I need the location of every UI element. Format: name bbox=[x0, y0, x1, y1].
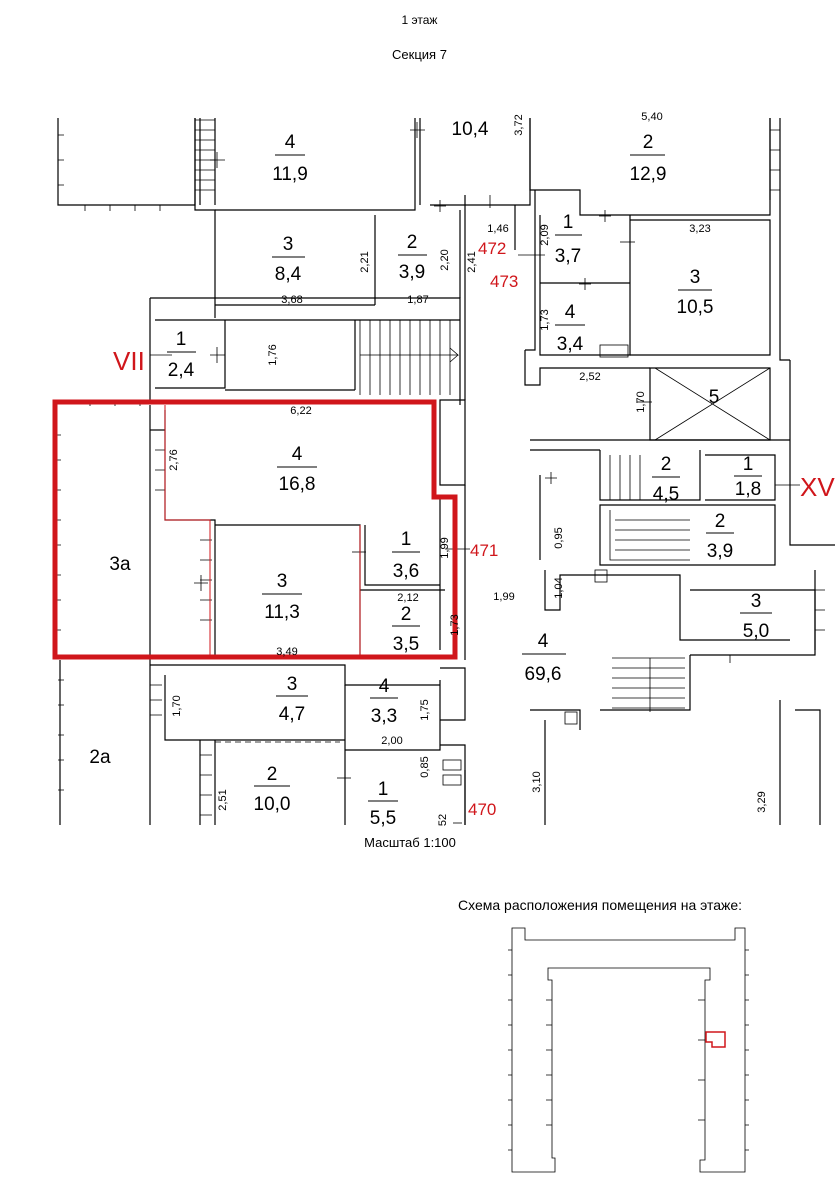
marker-473: 473 bbox=[490, 272, 518, 291]
room-2b-num: 2 bbox=[407, 232, 418, 253]
highlighted-unit bbox=[52, 399, 458, 660]
svg-text:2,76: 2,76 bbox=[168, 449, 180, 470]
dimension-labels: 5,40 3,72 1,46 2,09 3,23 2,21 2,20 2,41 … bbox=[168, 111, 768, 826]
svg-text:1,99: 1,99 bbox=[439, 537, 451, 558]
room-4d-area: 69,6 bbox=[525, 664, 562, 685]
marker-471: 471 bbox=[470, 541, 498, 560]
room-4c-num: 4 bbox=[292, 444, 303, 465]
svg-text:2,51: 2,51 bbox=[217, 789, 229, 810]
room-2f-num: 2 bbox=[267, 764, 278, 785]
room-1c-area: 1,8 bbox=[735, 479, 761, 500]
room-3-area: 8,4 bbox=[275, 264, 302, 285]
marker-vii: VII bbox=[113, 346, 145, 376]
svg-text:2,00: 2,00 bbox=[381, 735, 402, 747]
room-2d-num: 2 bbox=[715, 511, 726, 532]
svg-text:2,41: 2,41 bbox=[466, 251, 478, 272]
room-3d-num: 3 bbox=[751, 591, 762, 612]
svg-text:6,22: 6,22 bbox=[290, 405, 311, 417]
svg-text:1,46: 1,46 bbox=[487, 223, 508, 235]
walls bbox=[55, 118, 835, 825]
svg-text:0,85: 0,85 bbox=[419, 756, 431, 777]
marker-472: 472 bbox=[478, 239, 506, 258]
room-2e-area: 3,5 bbox=[393, 634, 419, 655]
scheme-title: Схема расположения помещения на этаже: bbox=[458, 897, 743, 913]
svg-text:2,20: 2,20 bbox=[439, 249, 451, 270]
room-4e-area: 3,3 bbox=[371, 706, 397, 727]
highlighted-unit-inner bbox=[164, 405, 361, 655]
svg-text:5,40: 5,40 bbox=[641, 111, 662, 123]
room-3c-num: 3 bbox=[277, 571, 288, 592]
scale-label: Масштаб 1:100 bbox=[364, 835, 456, 850]
room-3e-num: 3 bbox=[287, 674, 298, 695]
room-2e-num: 2 bbox=[401, 604, 412, 625]
room-2f-area: 10,0 bbox=[254, 794, 291, 815]
floor-label: 1 этаж bbox=[401, 13, 438, 27]
section-label: Секция 7 bbox=[392, 47, 447, 62]
room-4e-num: 4 bbox=[379, 676, 390, 697]
room-1d-num: 1 bbox=[401, 529, 412, 550]
svg-text:1,99: 1,99 bbox=[493, 591, 514, 603]
svg-text:2,52: 2,52 bbox=[579, 371, 600, 383]
room-2a-label: 2а bbox=[89, 747, 111, 768]
room-2d-area: 3,9 bbox=[707, 541, 733, 562]
svg-text:0,95: 0,95 bbox=[553, 527, 565, 548]
svg-text:1,70: 1,70 bbox=[171, 695, 183, 716]
room-4-area: 11,9 bbox=[272, 164, 308, 185]
room-2-area: 12,9 bbox=[630, 164, 667, 185]
room-1e-area: 5,5 bbox=[370, 808, 396, 829]
room-4b-area: 3,4 bbox=[557, 334, 584, 355]
marker-xv: XV bbox=[800, 472, 835, 502]
room-4b-num: 4 bbox=[565, 302, 576, 323]
room-3c-area: 11,3 bbox=[264, 602, 300, 623]
room-3-num: 3 bbox=[283, 234, 294, 255]
room-3a-label: 3а bbox=[109, 554, 131, 575]
svg-text:2,12: 2,12 bbox=[397, 592, 418, 604]
svg-text:1,04: 1,04 bbox=[553, 577, 565, 598]
svg-text:1,87: 1,87 bbox=[407, 294, 428, 306]
room-3b-num: 3 bbox=[690, 267, 701, 288]
location-scheme bbox=[508, 927, 749, 1173]
room-3e-area: 4,7 bbox=[279, 704, 305, 725]
room-2c-area: 4,5 bbox=[653, 484, 679, 505]
room-1b-area: 2,4 bbox=[168, 360, 195, 381]
room-4-num: 4 bbox=[285, 132, 296, 153]
room-1b-num: 1 bbox=[176, 329, 187, 350]
room-4d-num: 4 bbox=[538, 631, 549, 652]
svg-text:52: 52 bbox=[437, 814, 449, 826]
room-3d-area: 5,0 bbox=[743, 621, 769, 642]
room-2-num: 2 bbox=[643, 132, 654, 153]
room-2c-num: 2 bbox=[661, 454, 672, 475]
room-1d-area: 3,6 bbox=[393, 561, 419, 582]
marker-470: 470 bbox=[468, 800, 496, 819]
room-5-num: 5 bbox=[709, 387, 720, 408]
svg-text:1,70: 1,70 bbox=[635, 391, 647, 412]
room-4c-area: 16,8 bbox=[279, 474, 316, 495]
svg-text:1,76: 1,76 bbox=[267, 344, 279, 365]
red-markers: VII XV 472 473 471 470 bbox=[113, 239, 835, 819]
room-1c-num: 1 bbox=[743, 454, 754, 475]
room-labels: 4 11,9 10,4 2 12,9 3 8,4 2 3,9 1 3,7 3 1… bbox=[89, 119, 772, 829]
room-1a-area: 3,7 bbox=[555, 246, 581, 267]
room-3b-area: 10,5 bbox=[677, 297, 714, 318]
svg-text:1,75: 1,75 bbox=[419, 699, 431, 720]
svg-text:2,21: 2,21 bbox=[359, 251, 371, 272]
scheme-highlight bbox=[705, 1031, 726, 1048]
svg-text:1,73: 1,73 bbox=[539, 309, 551, 330]
svg-text:3,68: 3,68 bbox=[281, 294, 302, 306]
svg-text:2,09: 2,09 bbox=[539, 224, 551, 245]
svg-text:3,49: 3,49 bbox=[276, 646, 297, 658]
svg-text:3,29: 3,29 bbox=[756, 791, 768, 812]
svg-text:3,23: 3,23 bbox=[689, 223, 710, 235]
room-1e-num: 1 bbox=[378, 779, 389, 800]
svg-text:3,10: 3,10 bbox=[531, 771, 543, 792]
room-2b-area: 3,9 bbox=[399, 262, 425, 283]
svg-text:3,72: 3,72 bbox=[513, 114, 525, 135]
svg-text:1,73: 1,73 bbox=[449, 614, 461, 635]
room-1a-num: 1 bbox=[563, 212, 574, 233]
room-area-10-4: 10,4 bbox=[452, 119, 489, 140]
